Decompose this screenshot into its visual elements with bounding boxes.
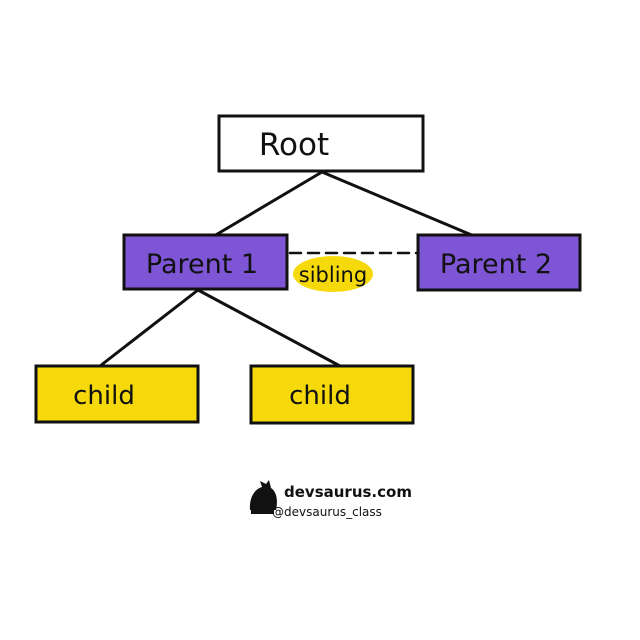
- sibling-label: sibling: [299, 263, 367, 287]
- node-root-label: Root: [259, 127, 329, 163]
- node-parent-2: Parent 2: [416, 233, 582, 292]
- edge-root-parent2: [320, 170, 476, 238]
- node-child-2: child: [249, 364, 415, 425]
- edge-parent1-child2: [196, 288, 342, 368]
- node-child-1: child: [34, 364, 200, 424]
- sibling-highlight: [293, 256, 373, 292]
- node-root: Root: [217, 114, 425, 173]
- edge-root-parent1: [212, 170, 324, 238]
- branding: devsaurus.com @devsaurus_class: [249, 480, 412, 519]
- node-child-1-label: child: [73, 381, 135, 411]
- node-parent-1-label: Parent 1: [146, 249, 258, 280]
- brand-site: devsaurus.com: [284, 483, 412, 501]
- edge-parent1-child1: [98, 288, 200, 368]
- node-child-2-label: child: [289, 381, 351, 411]
- node-parent-2-label: Parent 2: [440, 249, 552, 280]
- node-parent-1: Parent 1: [122, 233, 289, 291]
- dinosaur-logo-icon: [249, 480, 277, 514]
- brand-handle: @devsaurus_class: [272, 505, 382, 519]
